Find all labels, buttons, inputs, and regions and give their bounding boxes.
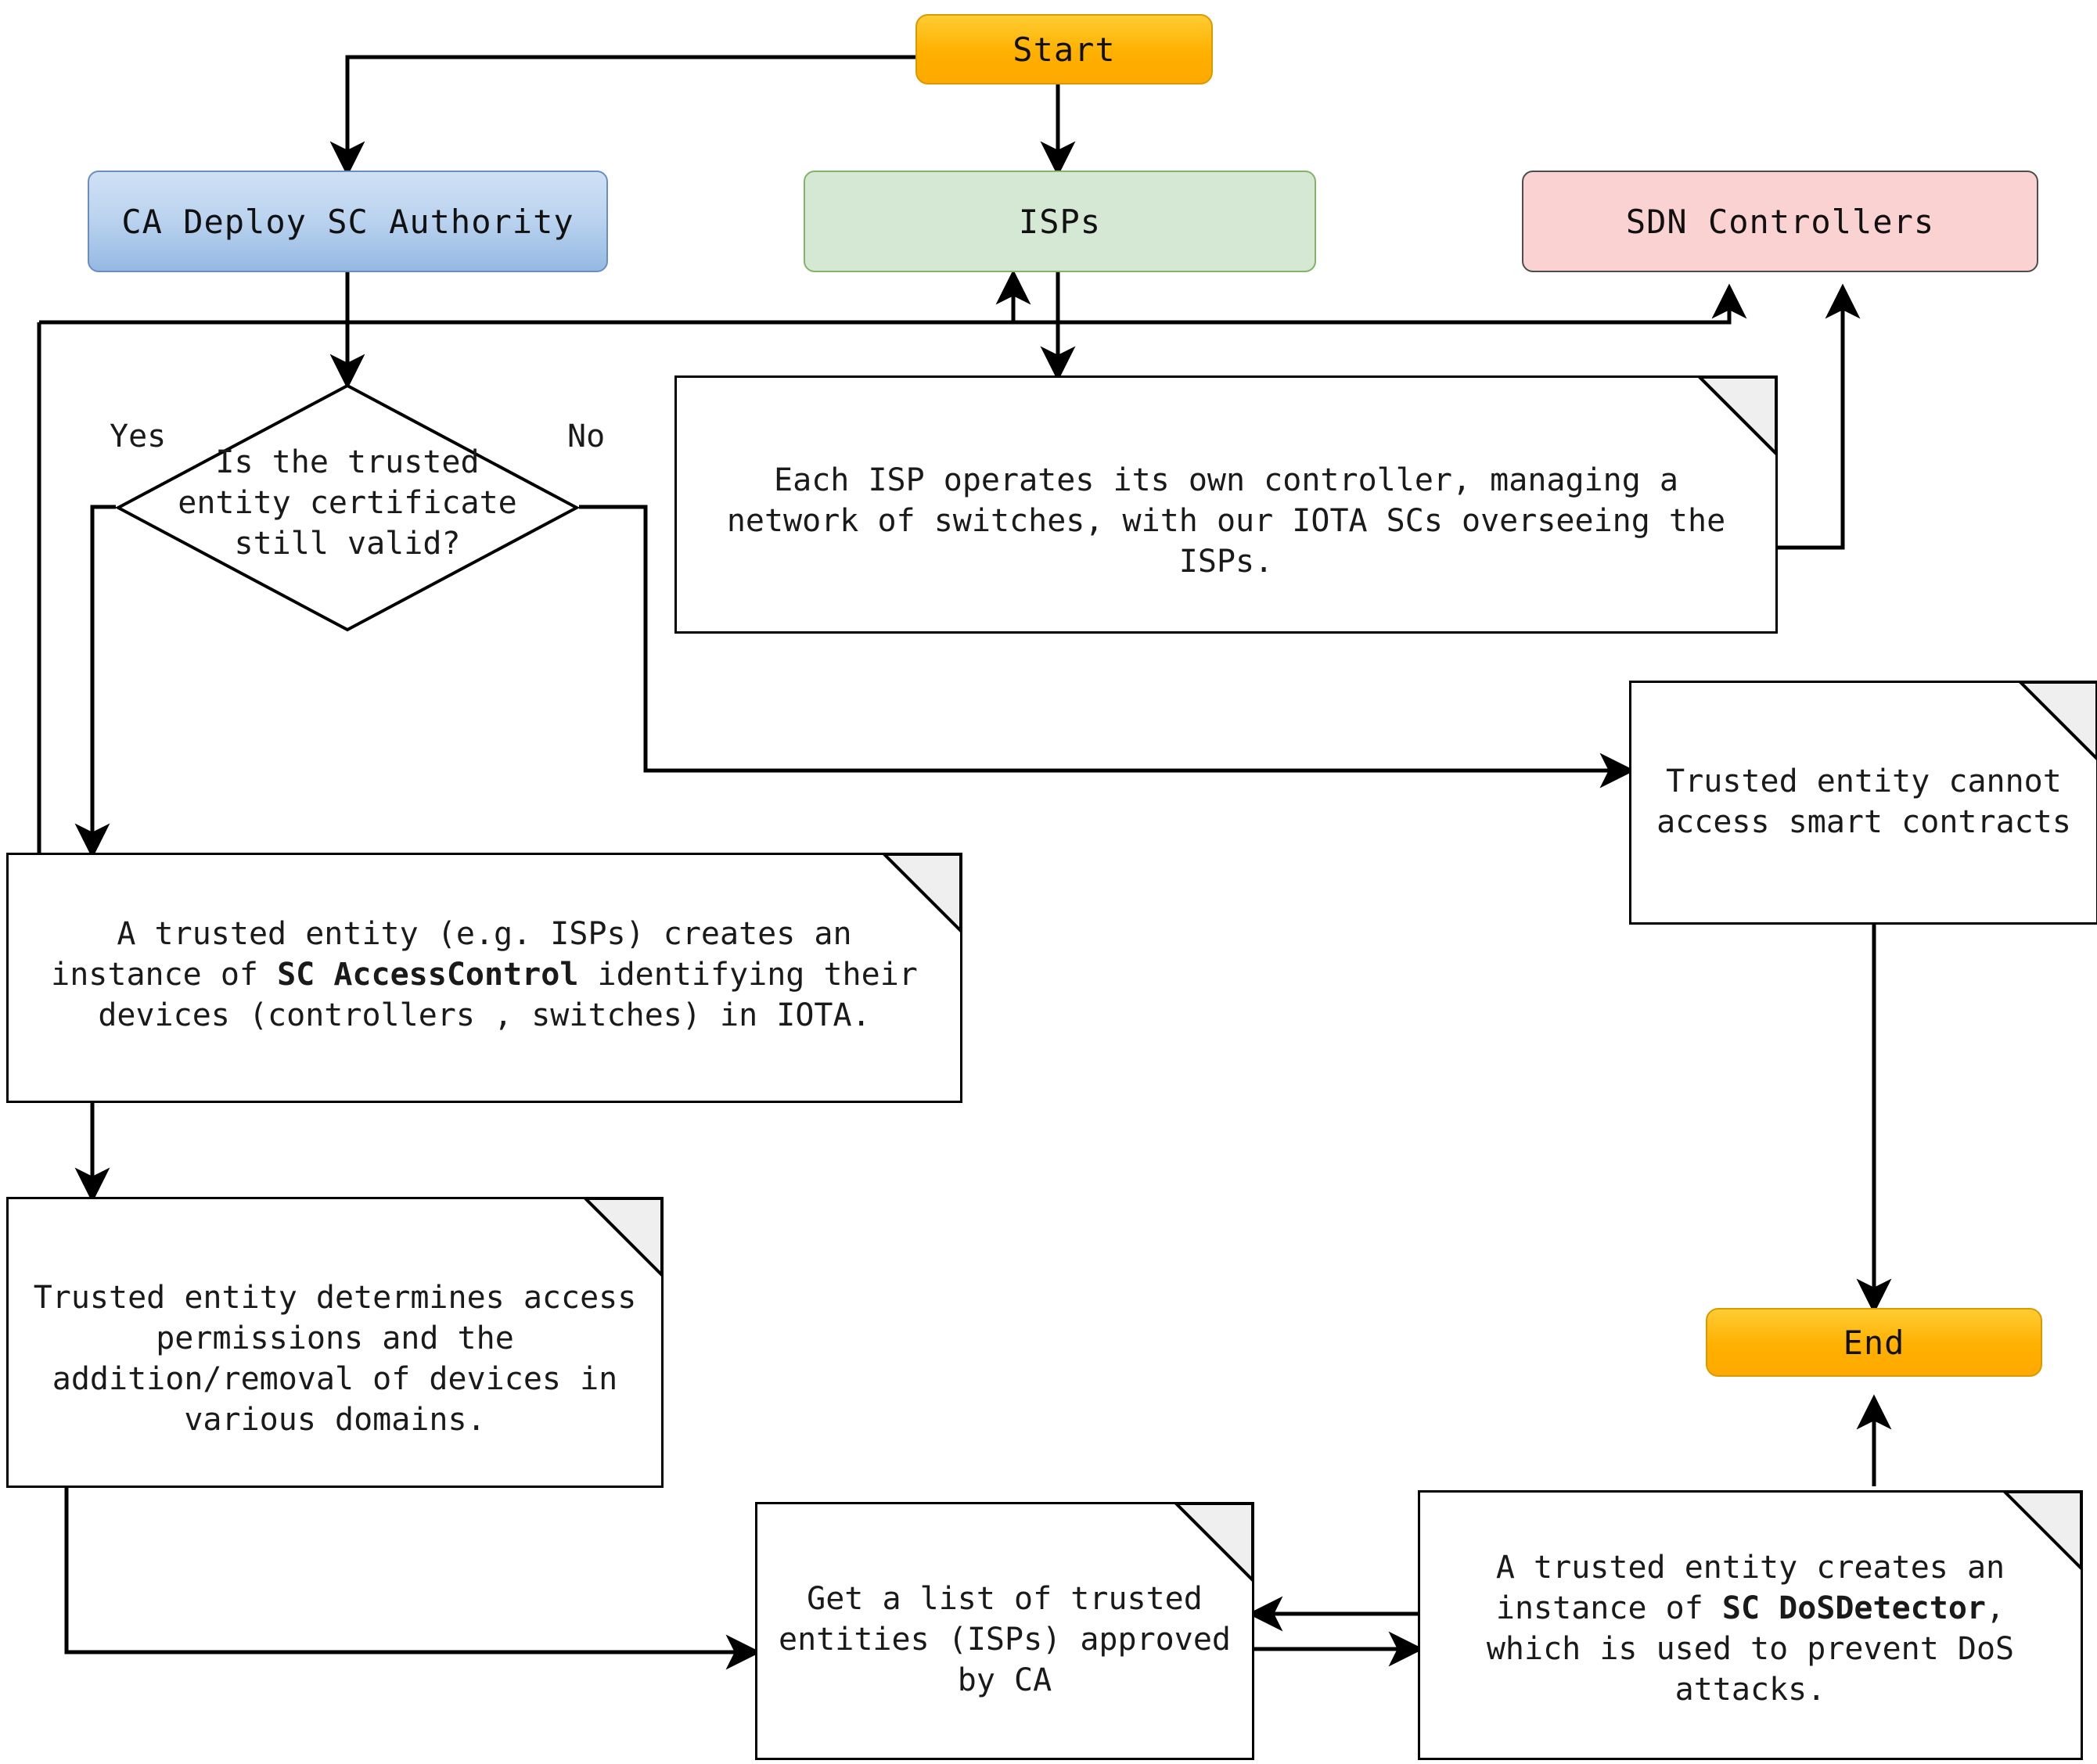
note-access-control-line3: devices (controllers , switches) in IOTA… [98,997,871,1033]
edge-bus-to-sdn [39,283,1747,325]
edge-determines-to-getlist [64,1486,761,1670]
node-end[interactable]: End [1706,1308,2042,1377]
edge-yes-to-accesscontrol [74,505,116,859]
note-fold-outline [883,853,962,932]
note-cannot-access-text: Trusted entity cannot access smart contr… [1656,763,2071,840]
node-start-label: Start [1013,30,1116,69]
node-end-label: End [1843,1323,1905,1362]
note-access-control-line1: A trusted entity (e.g. ISPs) creates an [117,916,852,952]
node-decision-label: Is the trusted entity certificate still … [178,444,517,562]
note-fold-outline [1174,1502,1254,1582]
note-fold-outline [1698,375,1778,455]
edge-no-to-cannot-access [579,505,1635,789]
node-ca-deploy-sc-authority[interactable]: CA Deploy SC Authority [88,171,608,272]
note-access-control-line2: instance of SC AccessControl identifying… [12,954,957,995]
note-dos-line3: which is used to prevent DoS [1486,1631,2015,1667]
ac-l2-bold: SC AccessControl [277,957,579,993]
note-access-control-instance[interactable]: A trusted entity (e.g. ISPs) creates an … [6,853,962,1103]
note-dos-line4: attacks. [1674,1672,1826,1708]
ac-l2-pre: instance of [51,957,278,993]
note-each-isp-operates[interactable]: Each ISP operates its own controller, ma… [674,375,1778,634]
note-dos-detector-instance[interactable]: A trusted entity creates an instance of … [1418,1490,2083,1760]
note-get-list-text: Get a list of trusted entities (ISPs) ap… [779,1581,1231,1698]
node-ca-label: CA Deploy SC Authority [121,202,574,241]
dos-l2-bold: SC DoSDetector [1721,1590,1987,1626]
note-access-control-text: A trusted entity (e.g. ISPs) creates an … [9,914,960,1036]
node-sdn-label: SDN Controllers [1625,202,1935,241]
note-get-list-of-trusted-entities[interactable]: Get a list of trusted entities (ISPs) ap… [755,1502,1254,1760]
edge-label-yes: Yes [110,419,167,454]
node-sdn-controllers[interactable]: SDN Controllers [1522,171,2038,272]
node-isps-label: ISPs [1018,202,1102,241]
note-dos-line1: A trusted entity creates an [1495,1550,2005,1586]
note-each-isp-operates-text: Each ISP operates its own controller, ma… [726,462,1726,580]
note-dos-detector-text: A trusted entity creates an instance of … [1420,1547,2081,1710]
note-determines-access-permissions[interactable]: Trusted entity determines access permiss… [6,1197,664,1488]
note-fold-outline [584,1197,664,1277]
ac-l2-post: identifying their [578,957,918,993]
node-isps[interactable]: ISPs [804,171,1316,272]
note-fold-outline [2003,1490,2083,1570]
note-determines-text: Trusted entity determines access permiss… [33,1280,637,1438]
dos-l2-pre: instance of [1495,1590,1722,1626]
edge-ispnote-to-sdn [1778,283,1861,550]
dos-l2-post: , [1986,1590,2005,1626]
note-fold-outline [2019,681,2097,760]
edge-label-no: No [567,419,606,454]
node-start[interactable]: Start [915,14,1213,84]
decision-diamond-shape [116,383,579,632]
node-decision-certificate-valid[interactable]: Is the trusted entity certificate still … [116,383,579,632]
edge-start-to-ca [329,55,915,177]
note-dos-line2: instance of SC DoSDetector, [1423,1588,2077,1629]
note-cannot-access-smart-contracts[interactable]: Trusted entity cannot access smart contr… [1629,681,2097,925]
